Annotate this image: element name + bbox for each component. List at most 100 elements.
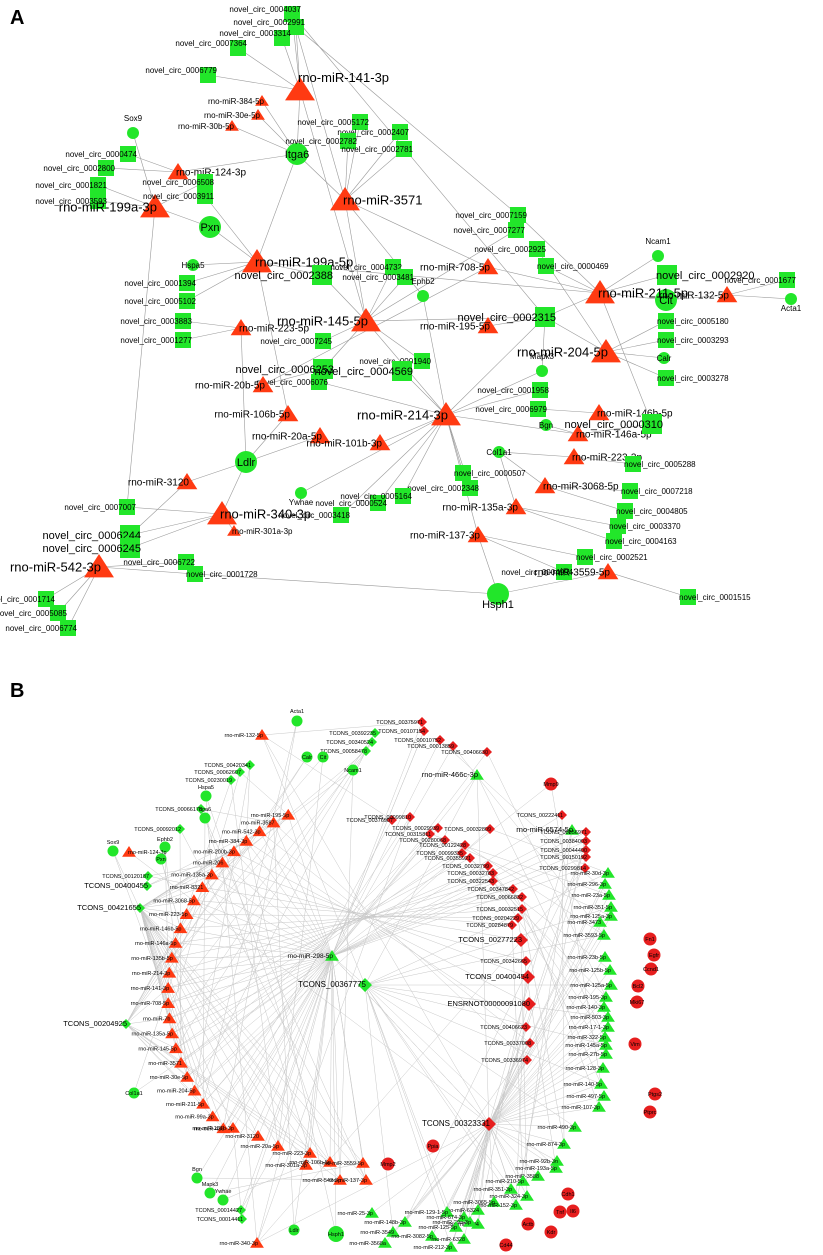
node-rno-mir-148b-3p-b: rno-miR-148b-3p [364, 1216, 412, 1227]
node-rno-mir-351-5p-b: rno-miR-351-5p [573, 901, 618, 912]
mirna-triangle-marker [487, 1196, 501, 1207]
network-edge [488, 1036, 606, 1125]
node-label: rno-miR-135b-5p [131, 956, 173, 962]
network-edge [187, 955, 333, 1078]
node-rno-mir-340-3p: rno-miR-340-3p [207, 501, 311, 525]
mrna-circle-marker [286, 143, 308, 165]
node-novel-circ-0004037: novel_circ_0004037 [229, 5, 302, 22]
mrna-circle-marker [347, 764, 359, 776]
network-edge [171, 852, 463, 1034]
node-vim-b: Vim [628, 1037, 642, 1051]
circrna-square-marker [392, 361, 412, 381]
mrna-circle-marker [291, 715, 303, 727]
mirna-triangle-marker [598, 951, 612, 962]
mirna-triangle-marker [505, 498, 527, 515]
circrna-square-marker [179, 293, 195, 309]
node-rno-mir-146b-5p: rno-miR-146b-5p [588, 404, 673, 421]
network-edge [365, 229, 517, 322]
network-edge [232, 1127, 243, 1220]
network-edge [97, 184, 156, 208]
mirna-triangle-marker [242, 249, 272, 273]
network-edge [331, 955, 337, 1235]
node-hspa5: Hspa5 [181, 259, 205, 271]
lncrna-diamond-marker [508, 884, 518, 894]
network-edge [139, 907, 234, 1129]
node-label: novel_circ_0001394 [124, 279, 196, 288]
network-edge [544, 485, 626, 512]
node-ncam1-b: Ncam1 [344, 764, 362, 776]
node-label: rno-miR-7b [143, 1016, 171, 1022]
node-novel-circ-0007218: novel_circ_0007218 [621, 483, 693, 499]
mirna-triangle-marker [592, 1101, 606, 1112]
node-novel-circ-0006508: novel_circ_0006508 [142, 174, 215, 190]
node-label: Mmp2 [380, 1162, 395, 1168]
network-edge [488, 906, 612, 1125]
network-edge [599, 255, 659, 294]
node-label: rno-miR-106b-5p [214, 410, 290, 421]
network-edge [404, 1042, 531, 1223]
node-cdh1-b: Cdh1 [561, 1187, 575, 1201]
node-mmp9-b: Mmp9 [543, 777, 559, 791]
node-tcons-00284879-b: TCONS_00284879 [466, 920, 517, 930]
mirna-triangle-marker [205, 1110, 220, 1122]
mirna-triangle-marker [215, 856, 230, 868]
mirna-triangle-marker [281, 808, 296, 820]
network-edge [240, 327, 247, 463]
node-mapk3-b: Mapk3 [202, 1182, 218, 1199]
circrna-square-marker [779, 272, 795, 288]
node-label: novel_circ_0004994 [501, 568, 573, 577]
network-edge [200, 808, 367, 1181]
node-novel-circ-0007364: novel_circ_0007364 [175, 39, 248, 56]
network-edge [726, 294, 792, 300]
network-edge [139, 907, 170, 1019]
node-rno-mir-199a-3p: rno-miR-199a-3p [59, 194, 170, 218]
node-label: rno-miR-484 [448, 1222, 479, 1228]
network-edge [139, 907, 169, 989]
network-edge [364, 984, 557, 1169]
mirna-triangle-marker [597, 1001, 611, 1012]
mrna-circle-marker [544, 1225, 558, 1239]
node-rno-mir-204-5p: rno-miR-204-5p [517, 339, 621, 363]
node-rno-mir-3065-5p-b: rno-miR-3065-5p [453, 1196, 501, 1207]
network-edge [146, 814, 289, 887]
network-edge [293, 955, 333, 1231]
network-edge [222, 1164, 307, 1201]
node-sox9: Sox9 [124, 114, 143, 139]
node-label: Cdh1 [561, 1192, 574, 1198]
node-label: novel_circ_0001277 [120, 336, 192, 345]
node-ppia-b: Ppia [426, 1139, 440, 1153]
circrna-square-marker [274, 30, 290, 46]
network-edge [331, 827, 439, 957]
node-label: TCONS_00014427 [195, 1208, 242, 1214]
mrna-circle-marker [199, 216, 221, 238]
node-label: rno-miR-3068-5p [543, 482, 619, 493]
network-edge [112, 850, 170, 973]
node-label: novel_circ_0006245 [43, 543, 141, 555]
node-rno-mir-301a-3p: rno-miR-301a-3p [227, 525, 293, 536]
mrna-circle-marker [652, 250, 664, 262]
node-rno-mir-99a-3p-b: rno-miR-99a-3p [175, 1110, 220, 1122]
circrna-square-marker [395, 488, 411, 504]
node-tcons-00315811-b: TCONS_00315811 [385, 829, 435, 839]
lncrna-diamond-marker [121, 1019, 131, 1029]
node-rno-mir-351-3p-b: rno-miR-351-3p [473, 1183, 518, 1194]
mirna-triangle-marker [477, 258, 499, 275]
lncrna-diamond-marker [465, 853, 475, 863]
node-label: novel_circ_0006979 [475, 405, 547, 414]
mirna-triangle-marker [167, 163, 189, 180]
circrna-square-marker [617, 503, 633, 519]
node-tcons-00044400-b: TCONS_00044400 [540, 845, 591, 855]
node-label: rno-miR-542-3p [302, 1178, 341, 1184]
node-rno-mir-92b-3p-b: rno-miR-92b-3p [519, 1155, 564, 1166]
node-novel-circ-0005288: novel_circ_0005288 [624, 456, 696, 472]
node-label: rno-miR-214-3p [132, 971, 171, 977]
node-novel-circ-0000524: novel_circ_0000524 [315, 495, 388, 511]
network-edge [180, 908, 523, 929]
node-label: Ephb2 [157, 837, 173, 843]
node-label: rno-miR-132-5p [659, 291, 729, 302]
mirna-triangle-marker [179, 908, 194, 919]
mirna-triangle-marker [565, 824, 579, 835]
network-edge [573, 456, 634, 465]
network-edge [331, 955, 367, 1181]
node-novel-circ-0001958: novel_circ_0001958 [477, 382, 550, 398]
